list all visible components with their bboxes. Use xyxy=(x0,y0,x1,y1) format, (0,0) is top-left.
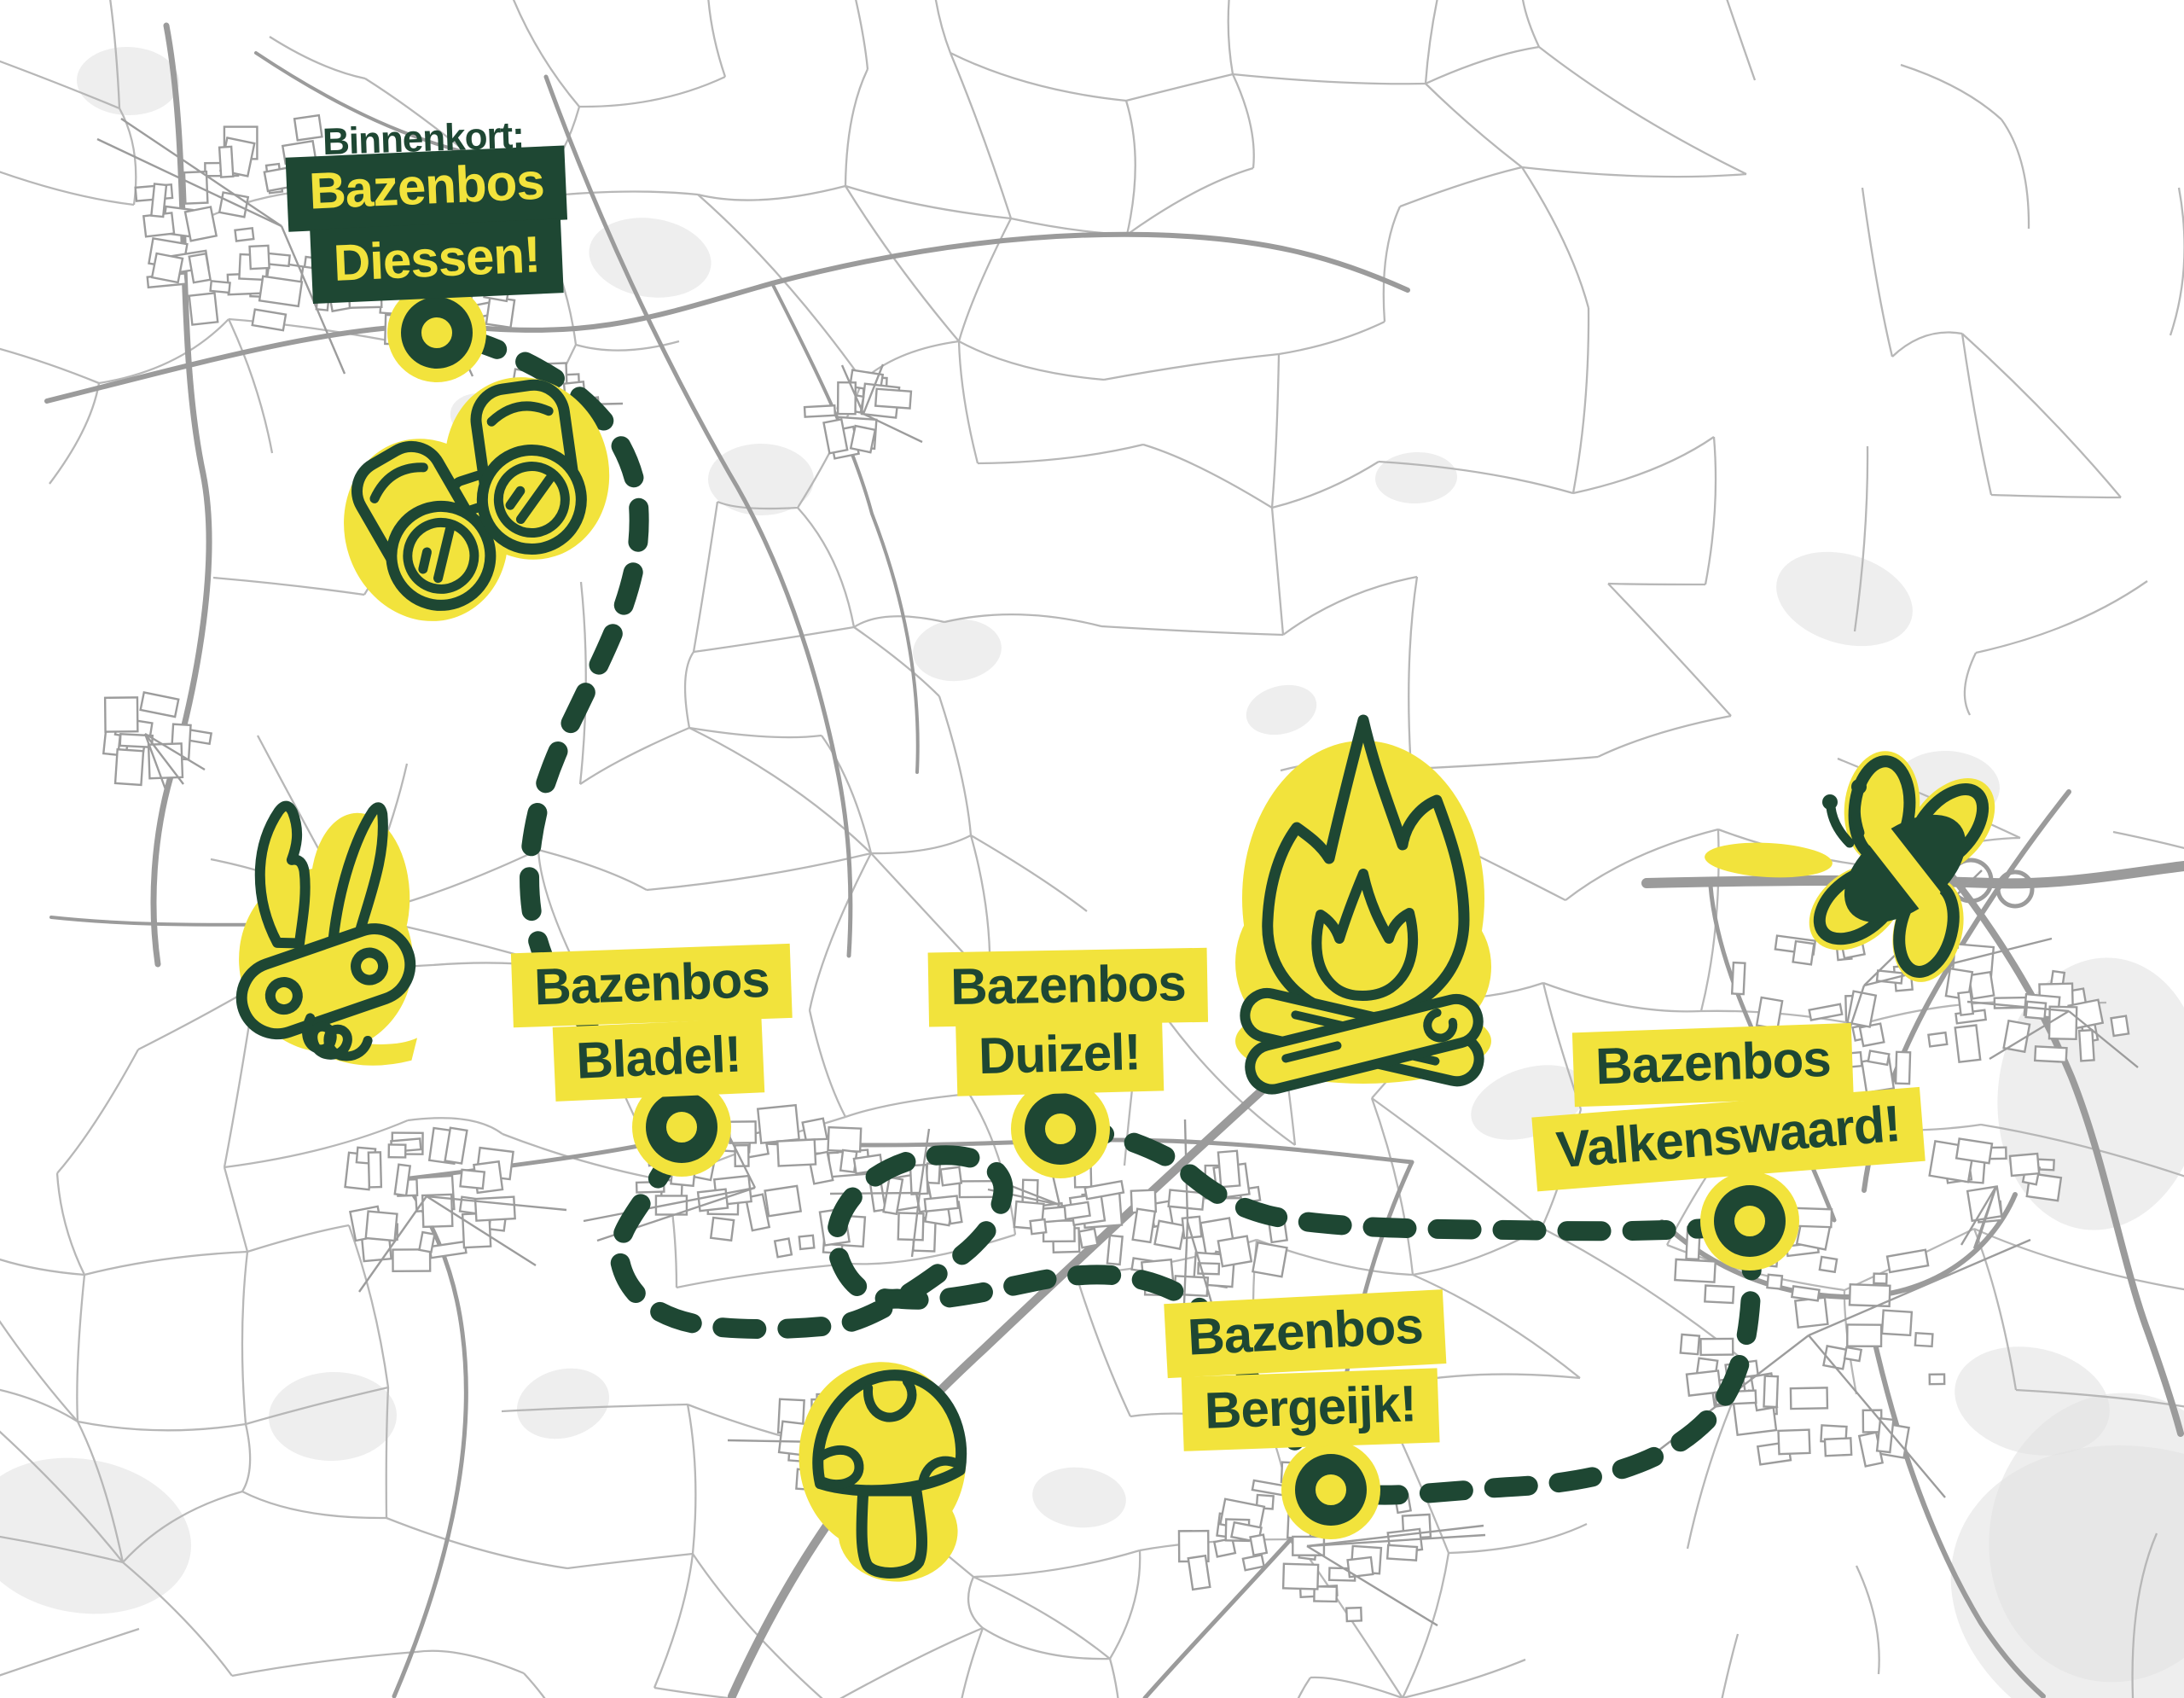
marker-ring xyxy=(401,297,473,369)
label-diessen-line1: Bazenbos xyxy=(285,145,568,232)
marker-ring xyxy=(1714,1185,1786,1257)
knife-awl xyxy=(328,802,388,945)
label-bergeijk-line1: Bazenbos xyxy=(1164,1289,1447,1378)
binoculars-left-barrel xyxy=(351,440,497,611)
map-marker-bergeijk[interactable] xyxy=(1281,1440,1380,1539)
label-duizel-line1: Bazenbos xyxy=(927,947,1209,1027)
mushroom-stem xyxy=(856,1485,928,1579)
label-diessen-line2: Diessen! xyxy=(310,218,564,304)
label-bladel-line1: Bazenbos xyxy=(510,943,793,1028)
pocket-knife-icon xyxy=(235,800,418,1066)
marker-ring xyxy=(1295,1454,1367,1526)
campfire-inner-flame xyxy=(1311,869,1418,1001)
mushroom-icon xyxy=(799,1362,967,1582)
label-duizel-line2: Duizel! xyxy=(956,1016,1164,1096)
campfire-log-right xyxy=(1245,993,1484,1095)
bee-body xyxy=(1844,814,1966,923)
binoculars-icon xyxy=(344,377,610,621)
knife-blade xyxy=(254,800,311,949)
label-bergeijk-line2: Bergeijk! xyxy=(1181,1368,1440,1451)
binoculars-right-barrel xyxy=(470,379,587,555)
marker-ring xyxy=(646,1091,717,1163)
label-valkenswaard-line1: Bazenbos xyxy=(1571,1022,1855,1108)
map-marker-diessen[interactable] xyxy=(387,283,486,382)
map-marker-valkenswaard[interactable] xyxy=(1700,1172,1799,1271)
knife-corkscrew xyxy=(302,1013,373,1061)
map-marker-duizel[interactable] xyxy=(1011,1079,1110,1178)
knife-body xyxy=(235,923,416,1040)
bee-icon xyxy=(1705,751,1995,982)
label-bladel-line2: Bladel! xyxy=(552,1018,765,1102)
marker-ring xyxy=(1025,1093,1096,1165)
campfire-icon xyxy=(1235,714,1491,1095)
route-dashed-path xyxy=(455,328,1762,1505)
